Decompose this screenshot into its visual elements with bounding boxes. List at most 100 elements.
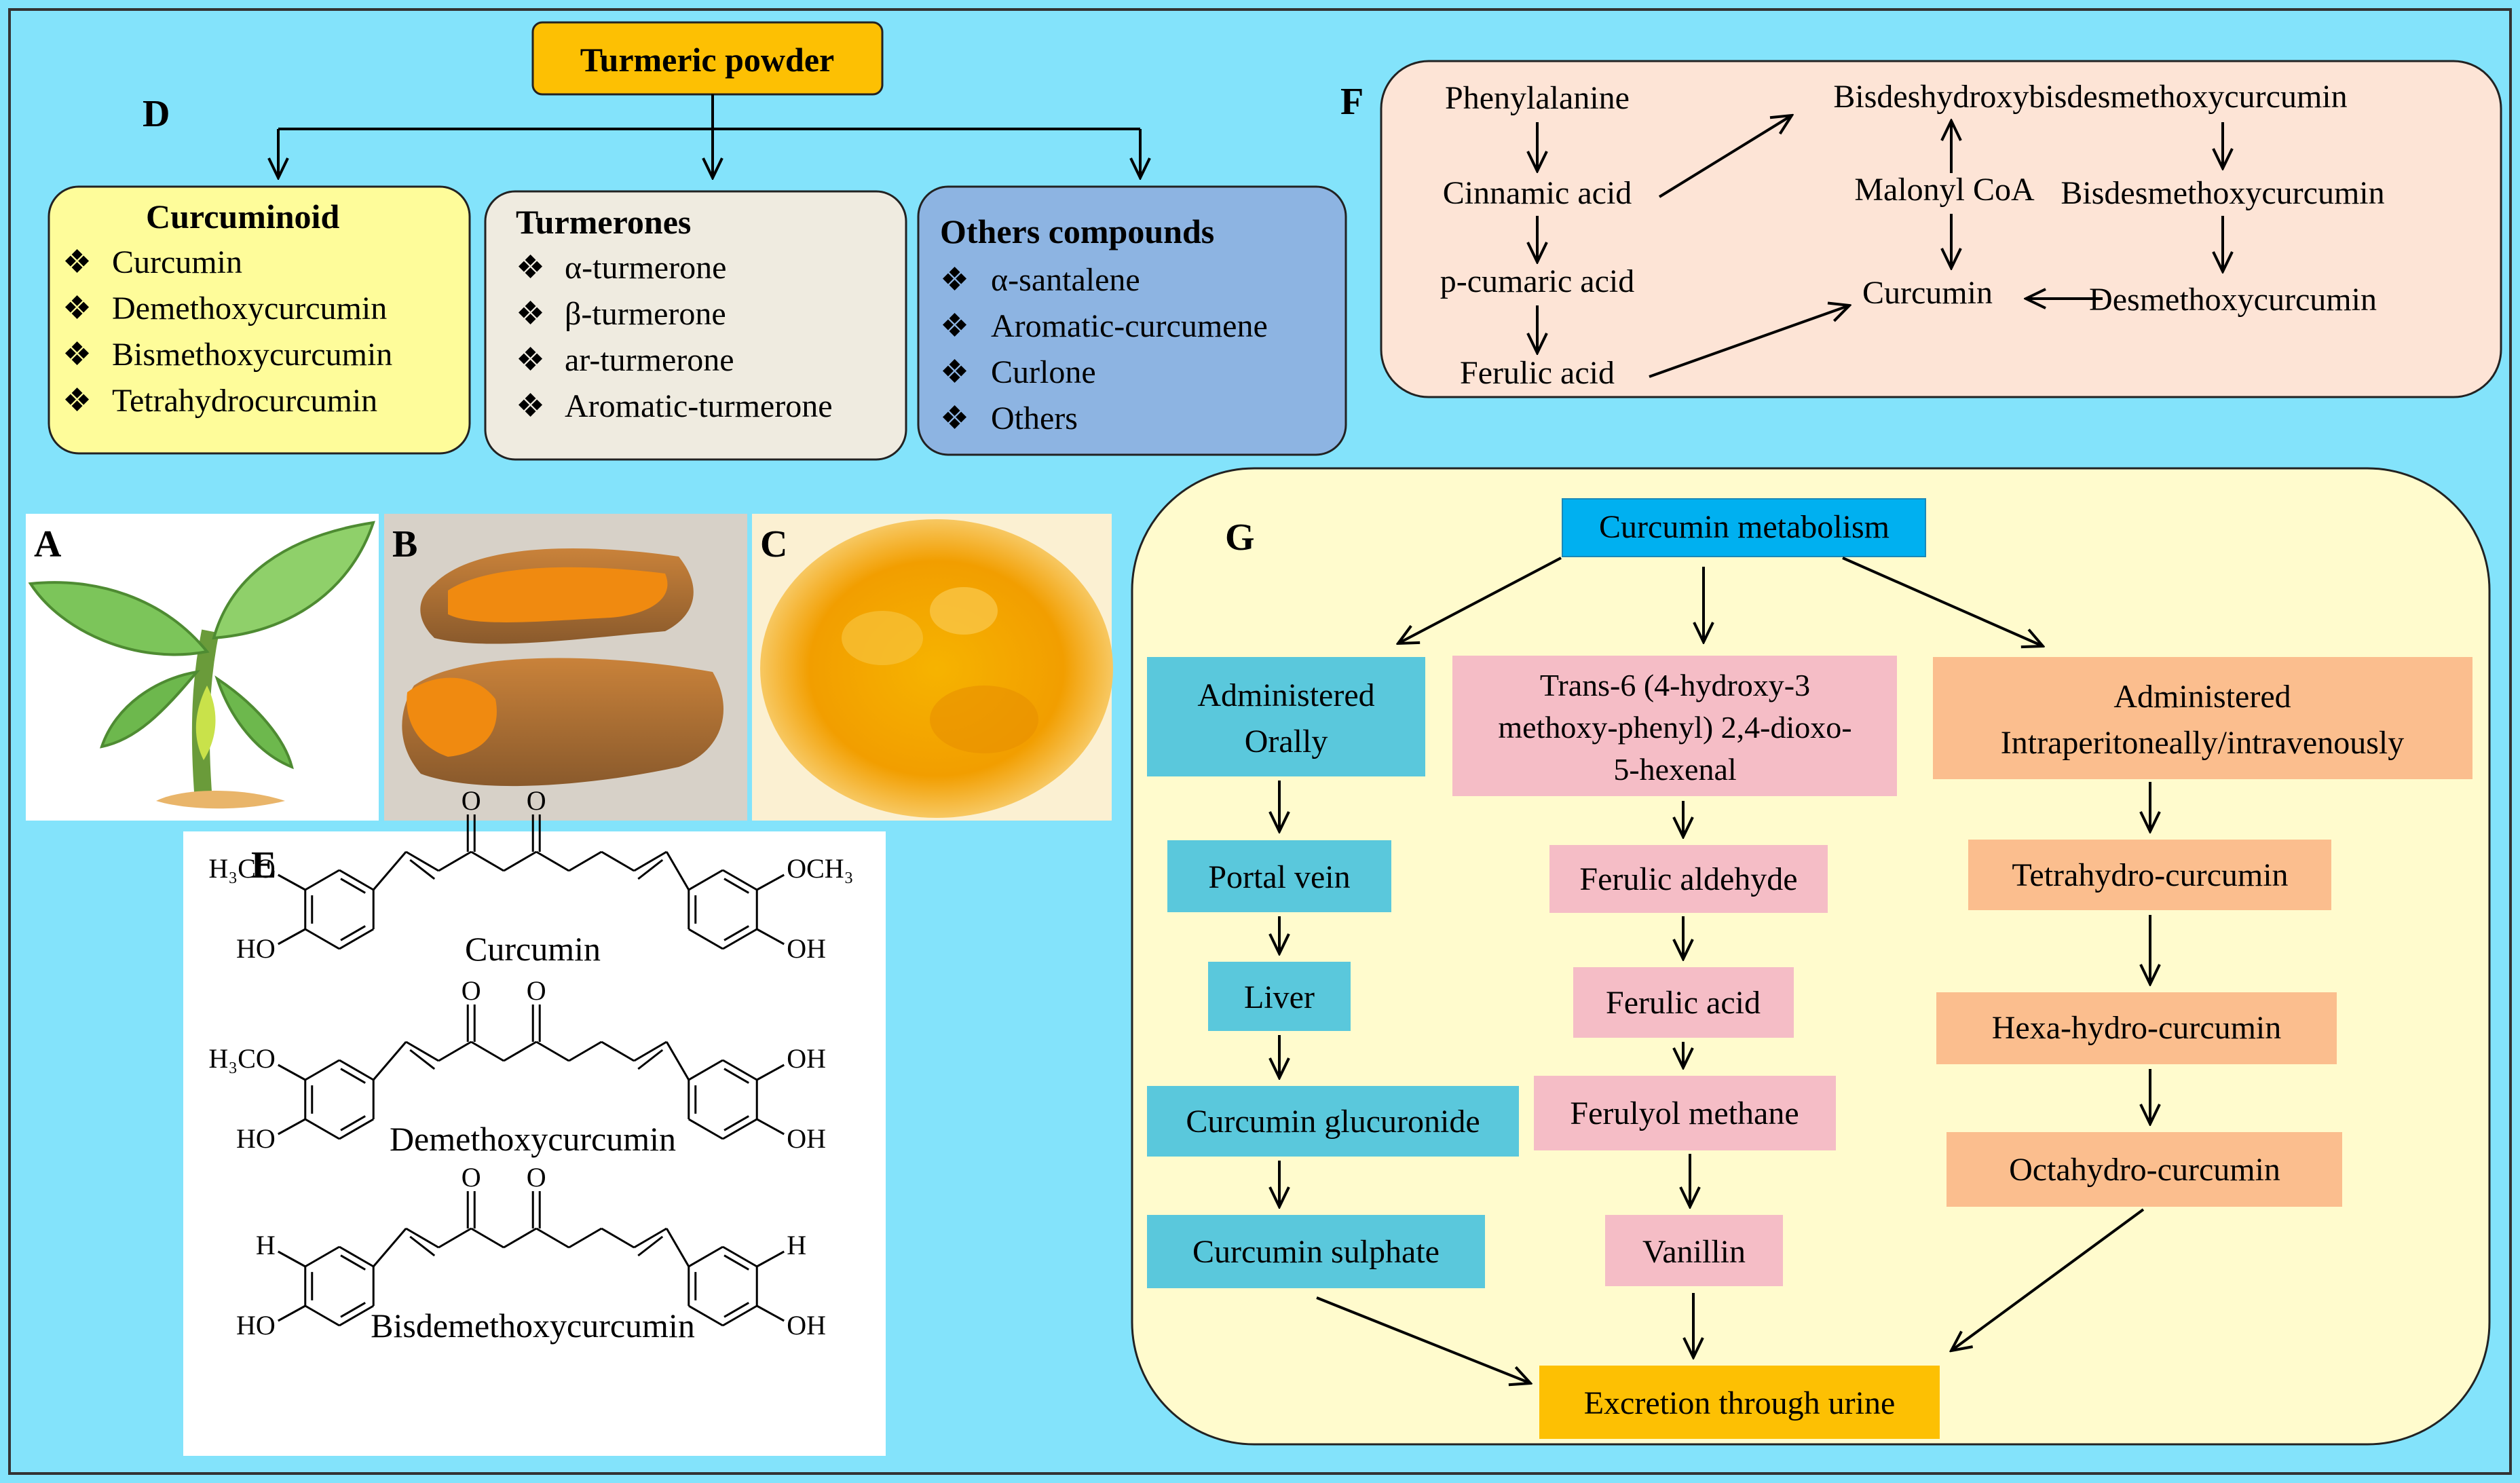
substituent-label: OH [787,1123,826,1154]
substituent-bond [278,928,306,945]
node-curcumin: Curcumin [1862,275,1993,311]
ring-bond [722,1118,757,1140]
turmerones-title: Turmerones [516,203,691,241]
node-ferulic-acid [1573,967,1794,1038]
list-item: Curcumin [112,244,242,280]
panel-label-b: B [392,523,417,565]
carbonyl-oxygen-label: O [462,1162,481,1193]
node-administered-orally [1147,657,1425,776]
bullet-icon: ❖ [62,290,92,326]
node-label: Trans-6 (4-hydroxy-3 [1540,668,1810,702]
chain-bond [470,1040,504,1062]
node-label: Ferulic acid [1606,985,1761,1021]
list-item: Others [991,400,1078,436]
chain-bond [665,1041,690,1081]
chain-bond [503,1040,537,1062]
node-trans-6-hexenal [1452,656,1897,796]
chain-bond [601,1227,635,1249]
list-item: β-turmerone [565,296,726,332]
chain-bond [503,850,537,872]
others-compounds-title: Others compounds [940,212,1214,250]
node-label: Excretion through urine [1584,1385,1896,1421]
curcuminoid-title: Curcuminoid [146,198,339,236]
substituent-label: HO [236,1310,276,1340]
others-compounds-box [917,185,1347,456]
ring-bond [722,1304,757,1327]
ring-bond [305,869,340,891]
chain-bond [633,1227,667,1249]
carbonyl-oxygen-label: O [462,975,481,1006]
node-curcumin-glucuronide [1147,1086,1519,1157]
substituent-label: OH [787,1043,826,1074]
ring-double-bond [723,1068,749,1084]
turmerones-box [484,190,907,461]
substituent-label: H₃CO [208,1043,275,1074]
curcuminoid-box [48,185,471,455]
vinyl-double-bond [637,1235,664,1257]
panel-label-g: G [1225,517,1255,559]
chain-bond [470,850,504,872]
substituent-bond [278,1250,306,1268]
list-item: Tetrahydrocurcumin [112,383,377,419]
ring-double-bond [723,1254,749,1271]
chain-bond [568,1040,602,1062]
chain-bond [438,1227,472,1249]
ring-bond [722,1245,757,1268]
carbonyl-oxygen-label: O [527,1162,546,1193]
bullet-icon: ❖ [516,342,545,378]
ring-bond [722,869,757,891]
node-ferulyol-methane [1534,1076,1836,1150]
node-p-cumaric-acid: p-cumaric acid [1440,263,1635,299]
node-label: Intraperitoneally/intravenously [2001,725,2404,761]
metabolism-panel [1131,467,2491,1446]
substituent-bond [756,1064,785,1081]
biosynthesis-arrows [1537,115,2223,378]
substituent-bond [756,928,785,945]
structure-name: Curcumin [465,930,601,968]
node-label: Hexa-hydro-curcumin [1992,1010,2282,1046]
ring-double-bond [340,1068,366,1084]
carbonyl-oxygen-label: O [462,785,481,816]
ring-bond [339,869,374,891]
carbonyl-oxygen-label: O [527,785,546,816]
ring-bond [339,1304,374,1327]
ring-bond [688,1118,723,1140]
node-phenylalanine: Phenylalanine [1445,80,1630,116]
chain-bond [405,1040,439,1062]
ring-double-bond [723,925,749,941]
ring-bond [688,869,723,891]
others-compounds-list: ❖ α-santalene ❖ Aromatic-curcumene ❖ Cur… [940,262,1268,436]
node-ferulic-aldehyde [1549,845,1828,913]
bullet-icon: ❖ [940,308,969,344]
chain-bond [568,1227,602,1249]
substituent-label: HO [236,1123,276,1154]
chain-bond [633,850,667,872]
ring-bond [339,928,374,950]
turmerones-list: ❖ α-turmerone ❖ β-turmerone ❖ ar-turmero… [516,250,833,424]
bullet-icon: ❖ [940,400,969,436]
vinyl-double-bond [637,1049,664,1070]
list-item: α-santalene [991,262,1140,298]
substituent-bond [278,1304,306,1322]
tree-connectors [278,94,1140,178]
node-excretion-through-urine [1539,1366,1940,1439]
node-ferulic-acid: Ferulic acid [1460,355,1615,391]
substituent-bond [278,1064,306,1081]
node-label: Administered [1197,677,1374,713]
chain-bond [601,1040,635,1062]
ring-bond [688,1245,723,1268]
bullet-icon: ❖ [516,296,545,332]
panel-label-d: D [143,93,170,135]
node-label: Vanillin [1642,1234,1746,1270]
chain-bond [438,1040,472,1062]
turmeric-powder-label: Turmeric powder [580,41,835,79]
node-malonyl-coa: Malonyl CoA [1854,172,2035,208]
substituent-label: OCH₃ [787,853,853,884]
node-hexa-hydro-curcumin [1936,992,2337,1064]
vinyl-double-bond [637,859,664,880]
carbonyl-oxygen-label: O [527,975,546,1006]
list-item: Aromatic-turmerone [565,388,833,424]
